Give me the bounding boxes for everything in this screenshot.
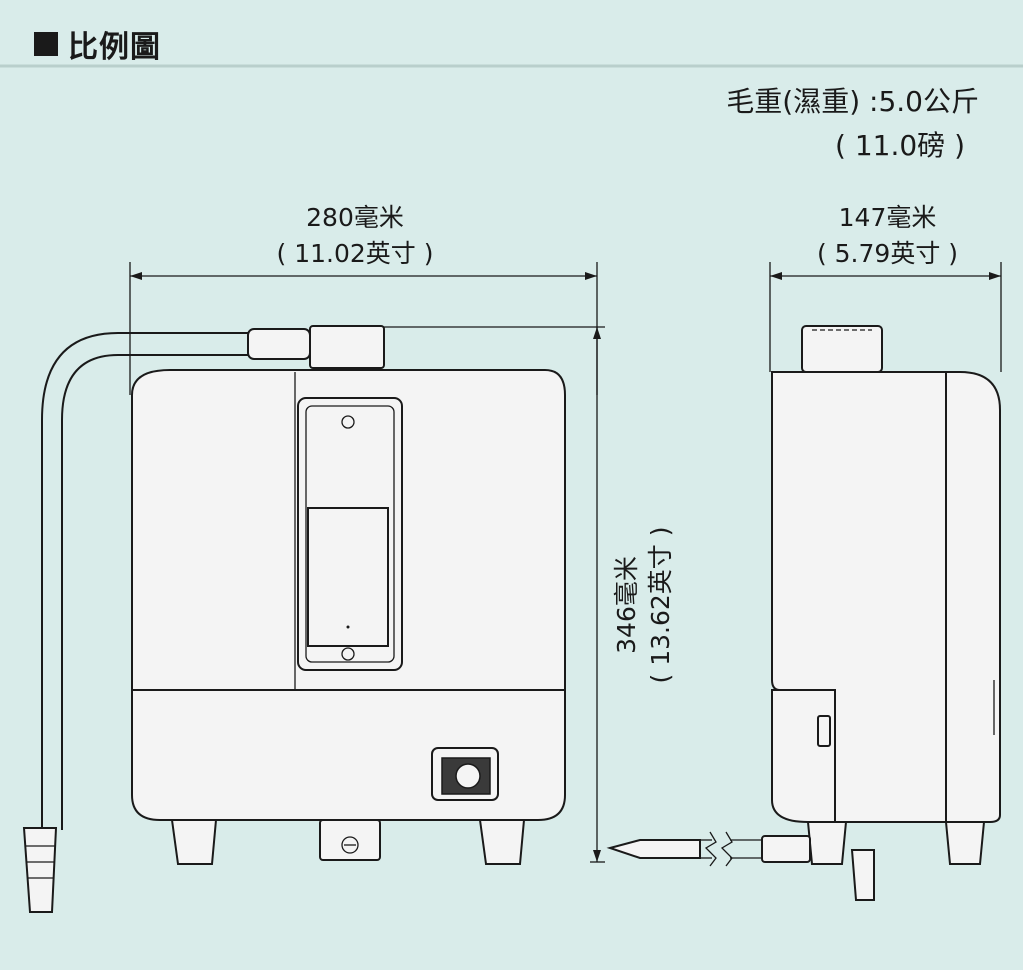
side-base bbox=[771, 689, 836, 823]
weight-imperial: ( 11.0磅 ) bbox=[835, 129, 965, 162]
hose-connector bbox=[247, 328, 311, 360]
square-bullet-icon bbox=[34, 32, 58, 56]
weight-metric: 毛重(濕重) :5.0公斤 bbox=[726, 85, 979, 118]
front-foot-left bbox=[170, 819, 218, 865]
screw-bottom bbox=[341, 647, 355, 661]
depth-dimension-label: 147毫米 ( 5.79英寸 ) bbox=[795, 200, 980, 272]
side-view bbox=[606, 325, 1001, 901]
depth-imperial: ( 5.79英寸 ) bbox=[816, 239, 959, 268]
side-outlet-pipe bbox=[850, 849, 875, 901]
hose-nozzle bbox=[22, 827, 58, 913]
side-foot bbox=[944, 821, 986, 865]
inlet-fitting bbox=[319, 819, 381, 861]
screw-top bbox=[341, 415, 355, 429]
weight-note: 毛重(濕重) :5.0公斤 ( 11.0磅 ) bbox=[726, 80, 979, 168]
outlet-hose bbox=[41, 332, 252, 830]
depth-dimension-line bbox=[769, 262, 1002, 372]
display-window bbox=[307, 507, 389, 647]
inlet-nozzle bbox=[606, 839, 701, 859]
side-top-cap bbox=[801, 325, 883, 373]
height-dimension-line bbox=[380, 326, 605, 863]
top-cap bbox=[309, 325, 385, 369]
side-body bbox=[771, 371, 1001, 823]
front-view bbox=[22, 325, 566, 913]
depth-metric: 147毫米 bbox=[838, 203, 937, 232]
inlet-connector bbox=[761, 835, 811, 863]
width-imperial: ( 11.02英寸 ) bbox=[276, 239, 434, 268]
front-foot-right bbox=[478, 819, 526, 865]
width-dimension-label: 280毫米 ( 11.02英寸 ) bbox=[250, 200, 460, 272]
width-metric: 280毫米 bbox=[306, 203, 404, 232]
section-title: 比例圖 bbox=[68, 30, 161, 65]
side-fitting bbox=[806, 821, 848, 865]
section-header: 比例圖 bbox=[34, 22, 161, 66]
